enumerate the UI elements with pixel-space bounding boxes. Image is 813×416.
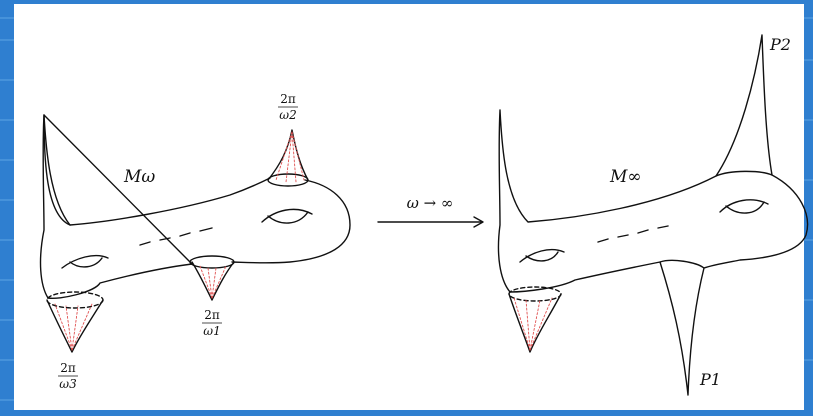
right-dashes bbox=[597, 225, 669, 243]
right-hole-right bbox=[719, 199, 769, 214]
cone-top-label-num: 2π bbox=[280, 92, 296, 106]
left-surface-name: Mω bbox=[123, 167, 155, 187]
arrow-label: ω → ∞ bbox=[407, 194, 454, 212]
cusp-bottom-label: P1 bbox=[699, 370, 721, 389]
left-hole-right bbox=[261, 208, 313, 224]
cone-bottom-label-den: ω1 bbox=[203, 324, 220, 338]
left-surface-outline bbox=[39, 114, 351, 299]
limit-arrow bbox=[377, 216, 484, 228]
cusp-top bbox=[715, 34, 773, 177]
cone-left-label: 2π ω3 bbox=[58, 361, 78, 391]
cusp-top-label: P2 bbox=[769, 35, 791, 54]
cone-top-label: 2π ω2 bbox=[278, 92, 298, 122]
cone-bottom-label-num: 2π bbox=[204, 308, 220, 322]
cone-left bbox=[46, 291, 104, 353]
cone-bottom bbox=[189, 255, 235, 301]
cone-left-label-den: ω3 bbox=[59, 377, 77, 391]
cusp-bottom bbox=[659, 261, 705, 396]
left-hole-left bbox=[61, 254, 109, 269]
right-surface bbox=[497, 34, 809, 396]
left-surface bbox=[39, 114, 351, 353]
paper-background bbox=[14, 4, 804, 410]
right-surface-outline bbox=[497, 109, 809, 293]
cone-top-label-den: ω2 bbox=[279, 108, 296, 122]
cone-bottom-label: 2π ω1 bbox=[202, 308, 222, 338]
right-hole-left bbox=[519, 248, 565, 263]
left-dashes bbox=[139, 227, 213, 246]
right-cone bbox=[508, 286, 562, 353]
cone-left-label-num: 2π bbox=[60, 361, 76, 375]
right-surface-name: M∞ bbox=[609, 167, 642, 187]
cone-top bbox=[267, 129, 309, 187]
